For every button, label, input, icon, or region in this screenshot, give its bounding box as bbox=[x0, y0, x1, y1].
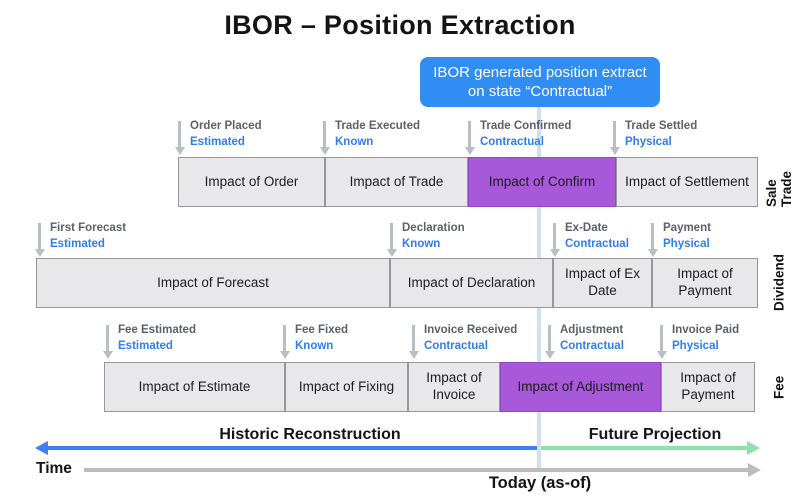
box-impact-of-invoice: Impact of Invoice bbox=[408, 362, 500, 412]
marker-event: Adjustment bbox=[560, 324, 624, 336]
down-arrow-icon bbox=[320, 121, 329, 155]
box-impact-of-payment-fee: Impact of Payment bbox=[661, 362, 755, 412]
row-label-dividend: Dividend bbox=[771, 254, 787, 312]
marker-state: Contractual bbox=[480, 135, 544, 148]
down-arrow-icon bbox=[550, 223, 559, 257]
down-arrow-icon bbox=[35, 223, 44, 257]
callout-line-1: IBOR generated position extract bbox=[433, 63, 647, 81]
marker-state: Known bbox=[402, 237, 441, 250]
box-impact-of-declaration: Impact of Declaration bbox=[390, 258, 553, 308]
down-arrow-icon bbox=[648, 223, 657, 257]
marker-state: Known bbox=[295, 339, 334, 352]
marker-event: Payment bbox=[663, 222, 711, 234]
box-impact-of-payment-dividend: Impact of Payment bbox=[652, 258, 758, 308]
marker-event: First Forecast bbox=[50, 222, 127, 234]
box-impact-of-order: Impact of Order bbox=[178, 157, 325, 207]
historic-arrow-icon bbox=[35, 441, 537, 455]
row-label-sale-trade: Sale Trade bbox=[764, 170, 794, 207]
marker-state: Contractual bbox=[565, 237, 629, 250]
marker-event: Invoice Paid bbox=[672, 324, 740, 336]
marker-state: Estimated bbox=[190, 135, 245, 148]
marker-state: Estimated bbox=[118, 339, 173, 352]
ibor-extract-callout: IBOR generated position extract on state… bbox=[420, 57, 660, 107]
down-arrow-icon bbox=[610, 121, 619, 155]
down-arrow-icon bbox=[103, 325, 112, 359]
down-arrow-icon bbox=[465, 121, 474, 155]
marker-event: Fee Estimated bbox=[118, 324, 196, 336]
down-arrow-icon bbox=[657, 325, 666, 359]
future-projection-label: Future Projection bbox=[588, 426, 722, 443]
box-impact-of-adjustment: Impact of Adjustment bbox=[500, 362, 661, 412]
marker-event: Fee Fixed bbox=[295, 324, 349, 336]
page-title: IBOR – Position Extraction bbox=[224, 10, 576, 40]
down-arrow-icon bbox=[280, 325, 289, 359]
box-impact-of-forecast: Impact of Forecast bbox=[36, 258, 390, 308]
box-impact-of-estimate: Impact of Estimate bbox=[104, 362, 285, 412]
callout-line-2: on state “Contractual” bbox=[467, 83, 613, 100]
box-impact-of-confirm: Impact of Confirm bbox=[468, 157, 616, 207]
box-impact-of-fixing: Impact of Fixing bbox=[285, 362, 408, 412]
marker-event: Trade Settled bbox=[625, 120, 698, 132]
box-impact-of-settlement: Impact of Settlement bbox=[616, 157, 758, 207]
marker-event: Order Placed bbox=[190, 120, 262, 132]
time-axis-label: Time bbox=[36, 460, 72, 477]
marker-state: Contractual bbox=[424, 339, 488, 352]
today-as-of-label: Today (as-of) bbox=[488, 474, 592, 492]
down-arrow-icon bbox=[387, 223, 396, 257]
marker-state: Physical bbox=[663, 237, 710, 250]
time-axis-arrow-icon bbox=[84, 463, 761, 477]
marker-event: Trade Confirmed bbox=[480, 120, 572, 132]
marker-event: Declaration bbox=[402, 222, 465, 234]
marker-state: Known bbox=[335, 135, 374, 148]
marker-state: Contractual bbox=[560, 339, 624, 352]
down-arrow-icon bbox=[409, 325, 418, 359]
box-impact-of-trade: Impact of Trade bbox=[325, 157, 468, 207]
future-arrow-icon bbox=[541, 441, 760, 455]
marker-state: Estimated bbox=[50, 237, 105, 250]
box-impact-of-ex-date: Impact of Ex Date bbox=[553, 258, 652, 308]
row-label-fee: Fee bbox=[771, 375, 787, 399]
down-arrow-icon bbox=[175, 121, 184, 155]
historic-reconstruction-label: Historic Reconstruction bbox=[219, 426, 401, 443]
marker-event: Trade Executed bbox=[335, 120, 421, 132]
marker-state: Physical bbox=[625, 135, 672, 148]
marker-event: Invoice Received bbox=[424, 324, 518, 336]
down-arrow-icon bbox=[545, 325, 554, 359]
marker-state: Physical bbox=[672, 339, 719, 352]
marker-event: Ex-Date bbox=[565, 222, 608, 234]
